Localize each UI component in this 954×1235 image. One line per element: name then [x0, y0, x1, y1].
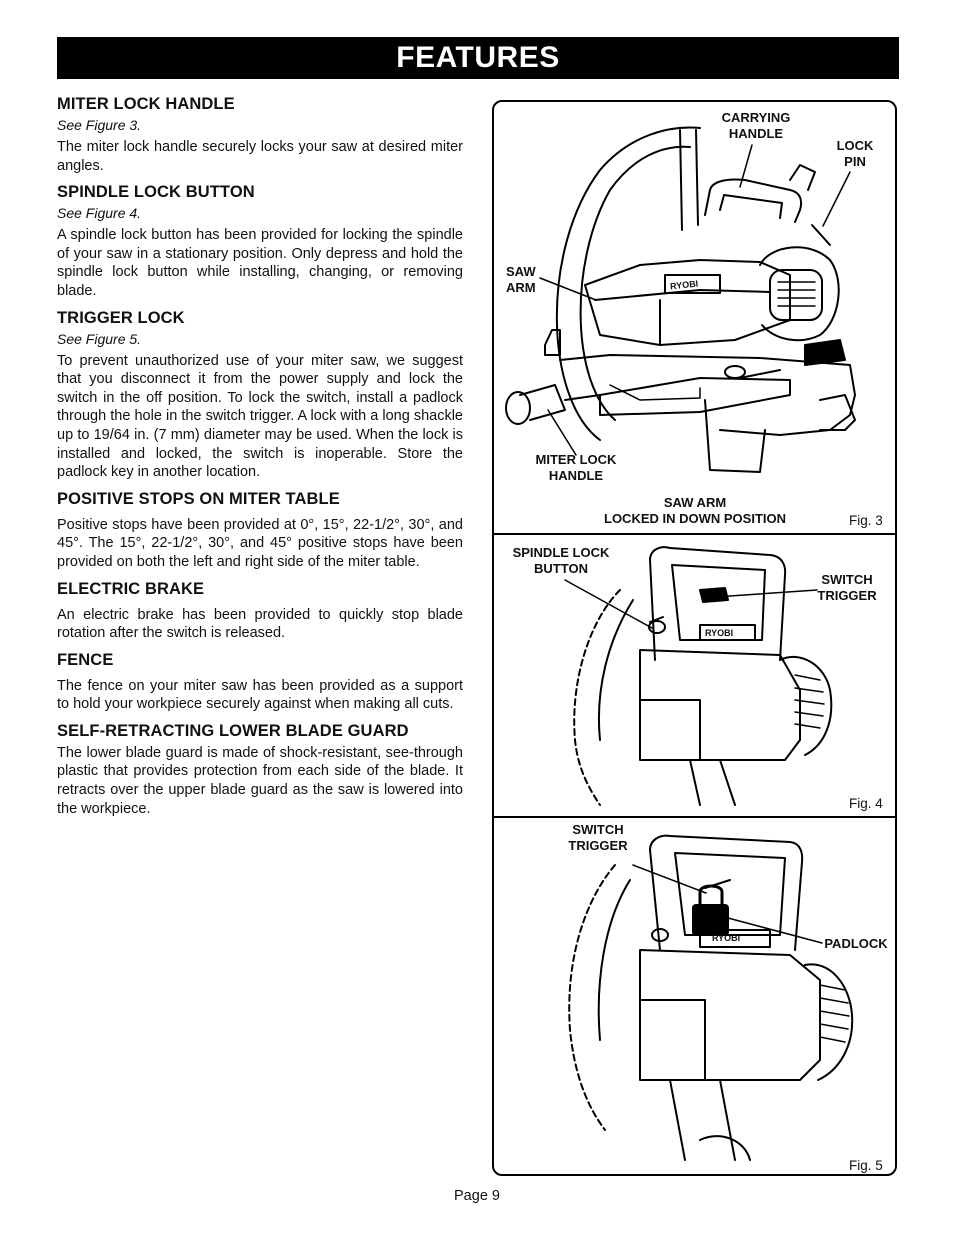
callout-saw-arm: SAW ARM: [506, 264, 536, 295]
section-fence: FENCE The fence on your miter saw has be…: [57, 651, 463, 714]
fig5-padlock-illustration: [568, 834, 854, 1161]
brand-label: RYOBI: [705, 628, 734, 638]
figure-divider: [492, 816, 897, 818]
section-title: POSITIVE STOPS ON MITER TABLE: [57, 489, 340, 508]
figure-label: Fig. 5: [849, 1158, 883, 1173]
section-miter-lock-handle: MITER LOCK HANDLE See Figure 3. The mite…: [57, 95, 463, 175]
figure-label: Fig. 4: [849, 796, 883, 811]
page-number: Page 9: [454, 1188, 500, 1204]
section-positive-stops: POSITIVE STOPS ON MITER TABLE Positive s…: [57, 490, 463, 572]
figure-label: Fig. 3: [849, 513, 883, 528]
page-title: FEATURES: [57, 37, 899, 79]
section-electric-brake: ELECTRIC BRAKE An electric brake has bee…: [57, 580, 463, 643]
section-trigger-lock: TRIGGER LOCK See Figure 5. To prevent un…: [57, 309, 463, 482]
section-title: SELF-RETRACTING LOWER BLADE GUARD: [57, 721, 409, 740]
section-body: To prevent unauthorized use of your mite…: [57, 352, 463, 481]
callout-saw-arm-locked: SAW ARM LOCKED IN DOWN POSITION: [604, 495, 786, 526]
section-body: A spindle lock button has been provided …: [57, 227, 463, 299]
fig3-miter-saw-illustration: [505, 126, 856, 473]
section-title: TRIGGER LOCK: [57, 308, 185, 327]
section-body: An electric brake has been provided to q…: [57, 606, 463, 642]
figure-panel: [492, 100, 897, 1176]
callout-miter-lock-handle: MITER LOCK HANDLE: [535, 452, 617, 483]
features-text-column: MITER LOCK HANDLE See Figure 3. The mite…: [57, 95, 463, 826]
fig4-saw-head-illustration: [564, 546, 833, 806]
section-title: MITER LOCK HANDLE: [57, 95, 235, 113]
callout-switch-trigger: SWITCH TRIGGER: [568, 822, 628, 853]
section-title: ELECTRIC BRAKE: [57, 579, 205, 598]
callout-padlock: PADLOCK: [824, 936, 888, 951]
section-title: FENCE: [57, 650, 114, 669]
callout-spindle-lock-button: SPINDLE LOCK BUTTON: [512, 545, 610, 576]
brand-label: RYOBI: [712, 933, 741, 943]
section-blade-guard: SELF-RETRACTING LOWER BLADE GUARD The lo…: [57, 722, 463, 818]
callout-lock-pin: LOCK PIN: [836, 138, 874, 169]
figure-reference: See Figure 3.: [57, 117, 142, 133]
figure-reference: See Figure 4.: [57, 205, 142, 222]
figure-divider: [492, 533, 897, 535]
section-body: The miter lock handle securely locks you…: [57, 139, 463, 174]
section-body: The fence on your miter saw has been pro…: [57, 677, 463, 713]
section-body: Positive stops have been provided at 0°,…: [57, 516, 463, 570]
section-body: The lower blade guard is made of shock-r…: [57, 744, 463, 817]
callout-carrying-handle: CARRYING HANDLE: [721, 110, 791, 141]
callout-switch-trigger: SWITCH TRIGGER: [817, 572, 877, 603]
section-spindle-lock-button: SPINDLE LOCK BUTTON See Figure 4. A spin…: [57, 183, 463, 300]
section-title: SPINDLE LOCK BUTTON: [57, 183, 255, 202]
figure-reference: See Figure 5.: [57, 330, 142, 347]
